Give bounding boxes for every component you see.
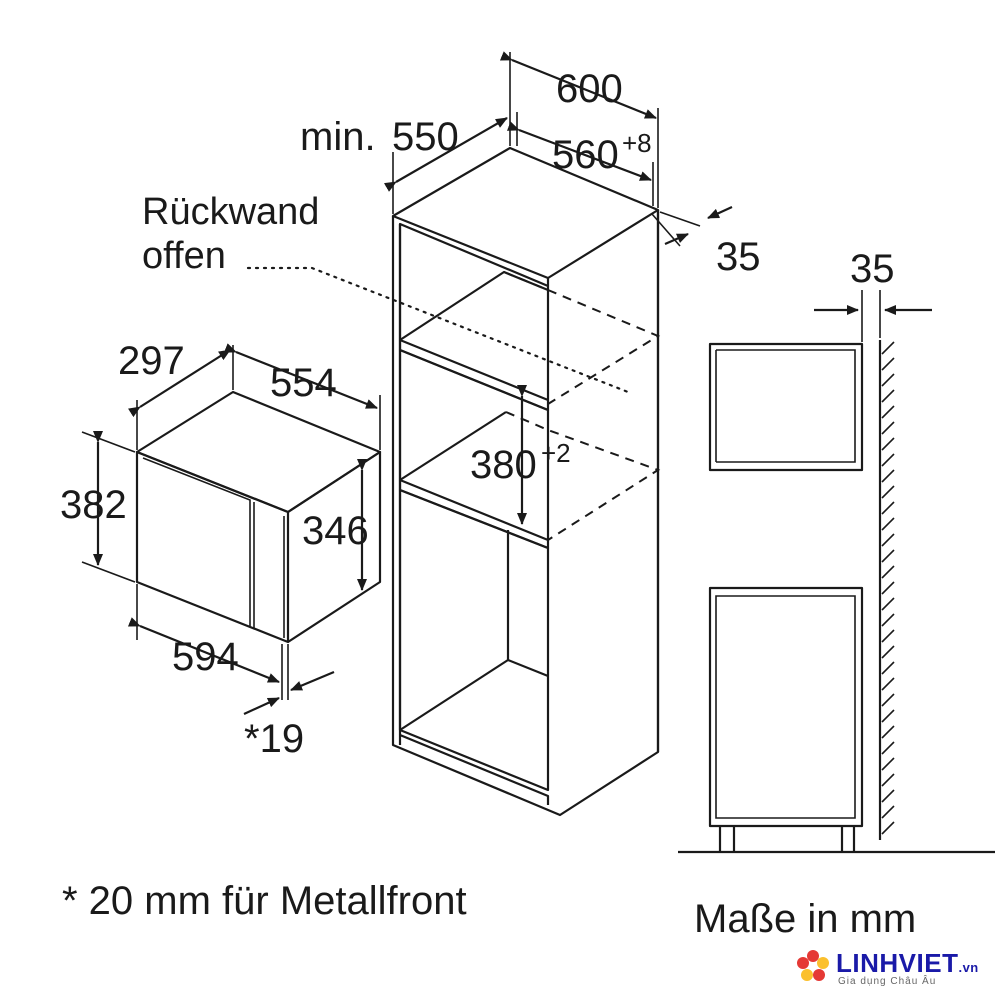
- dim-380-tolerance: +2: [541, 438, 571, 468]
- dim-35-side: 35: [850, 247, 895, 291]
- dim-600: 600: [556, 67, 623, 111]
- brand-tagline: Gia dụng Châu Âu: [838, 976, 937, 987]
- dim-35-top: 35: [716, 235, 761, 279]
- wall-hatch-stroke: [881, 645, 895, 659]
- rear-wall-label-line1: Rückwand: [142, 191, 319, 233]
- wall-hatch-stroke: [881, 469, 895, 483]
- dim-arrow-35-top-a: [707, 206, 733, 219]
- wall-hatch-stroke: [881, 757, 895, 771]
- niche-dashed-lower: [505, 411, 661, 541]
- lower-cavity-frame: [398, 488, 550, 792]
- side-foot-left: [718, 826, 736, 852]
- dim-594: 594: [172, 635, 239, 679]
- brand-logo-icon: [797, 950, 829, 981]
- niche-upper-frame: [398, 222, 550, 402]
- niche-back-top: [399, 270, 549, 341]
- microwave-front-face: [135, 450, 290, 644]
- wall-hatch-stroke: [881, 805, 895, 819]
- wall-hatch-stroke: [881, 581, 895, 595]
- niche-dashed-upper: [547, 289, 661, 405]
- microwave-door-line: [142, 457, 251, 626]
- niche-dashed-upper-back: [503, 271, 549, 291]
- wall-hatch-stroke: [881, 773, 895, 787]
- wall-hatch-stroke: [881, 373, 895, 387]
- dim-297: 297: [118, 339, 185, 383]
- dim-arrow-19-right: [290, 670, 335, 692]
- rear-wall-label-line2: offen: [142, 235, 226, 277]
- side-foot-right: [840, 826, 856, 852]
- dim-line-297: [128, 349, 231, 418]
- side-lower-unit: [708, 586, 864, 828]
- footnote-metal-front: * 20 mm für Metallfront: [62, 879, 467, 923]
- dim-line-600: [499, 51, 657, 120]
- wall-hatch-stroke: [881, 437, 895, 451]
- wall-hatch-stroke: [881, 341, 895, 355]
- wall-hatch-stroke: [881, 709, 895, 723]
- brand-watermark: LINHVIET.vn Gia dụng Châu Âu: [792, 948, 992, 992]
- dim-min-prefix: min.: [300, 115, 376, 159]
- wall-hatch-stroke: [881, 501, 895, 515]
- dim-19: *19: [244, 717, 304, 761]
- wall-hatch-stroke: [881, 357, 895, 371]
- wall-hatch-stroke: [881, 565, 895, 579]
- dim-550: 550: [392, 115, 459, 159]
- dim-arrow-19-left: [243, 696, 280, 716]
- cabinet-drawing: [246, 52, 701, 817]
- dim-554: 554: [270, 361, 337, 405]
- wall-hatch-stroke: [881, 421, 895, 435]
- dim-380: 380: [470, 443, 537, 487]
- side-upper-unit: [708, 342, 864, 472]
- dim-346: 346: [302, 509, 369, 553]
- wall-hatch-stroke: [881, 453, 895, 467]
- side-section-drawing: [678, 290, 995, 854]
- wall-hatch-stroke: [881, 661, 895, 675]
- wall-hatch-stroke: [881, 485, 895, 499]
- wall-hatch-stroke: [881, 517, 895, 531]
- wall-hatch-stroke: [881, 677, 895, 691]
- rear-wall-leader: [246, 266, 630, 394]
- dim-arrow-35-top-b: [664, 232, 689, 246]
- cabinet-outline: [391, 210, 660, 817]
- side-upper-inner: [716, 349, 856, 463]
- lower-cavity-floor: [507, 658, 549, 678]
- dim-560-tolerance: +8: [622, 128, 652, 158]
- shelf-lower: [398, 480, 550, 550]
- wall-hatching: [881, 341, 895, 835]
- dim-382: 382: [60, 483, 127, 527]
- wall-hatch-stroke: [881, 533, 895, 547]
- dim-line-560: [506, 121, 652, 182]
- niche-middle-back: [399, 411, 507, 481]
- microwave-side-face: [287, 450, 382, 643]
- cabinet-plinth: [398, 733, 550, 805]
- dim-line-594: [127, 617, 280, 684]
- dim-560: 560: [552, 133, 619, 177]
- dim-line-550: [383, 117, 508, 192]
- dim-line-554: [223, 343, 378, 410]
- side-lower-inner: [715, 595, 856, 819]
- wall-hatch-stroke: [881, 789, 895, 803]
- wall-hatch-stroke: [881, 725, 895, 739]
- wall-hatch-stroke: [881, 389, 895, 403]
- microwave-top-face: [135, 390, 382, 514]
- wall-hatch-stroke: [881, 741, 895, 755]
- units-note: Maße in mm: [694, 897, 916, 941]
- wall-hatch-stroke: [881, 597, 895, 611]
- shelf-middle: [398, 340, 550, 412]
- wall-hatch-stroke: [881, 613, 895, 627]
- wall-hatch-stroke: [881, 693, 895, 707]
- microwave-drawing: [81, 345, 382, 700]
- wall-hatch-stroke: [881, 821, 895, 835]
- wall-hatch-stroke: [881, 405, 895, 419]
- wall-hatch-stroke: [881, 629, 895, 643]
- lower-cavity-back: [399, 530, 510, 731]
- brand-tld: .vn: [958, 960, 979, 975]
- wall-hatch-stroke: [881, 549, 895, 563]
- brand-name: LINHVIET.vn: [836, 948, 979, 978]
